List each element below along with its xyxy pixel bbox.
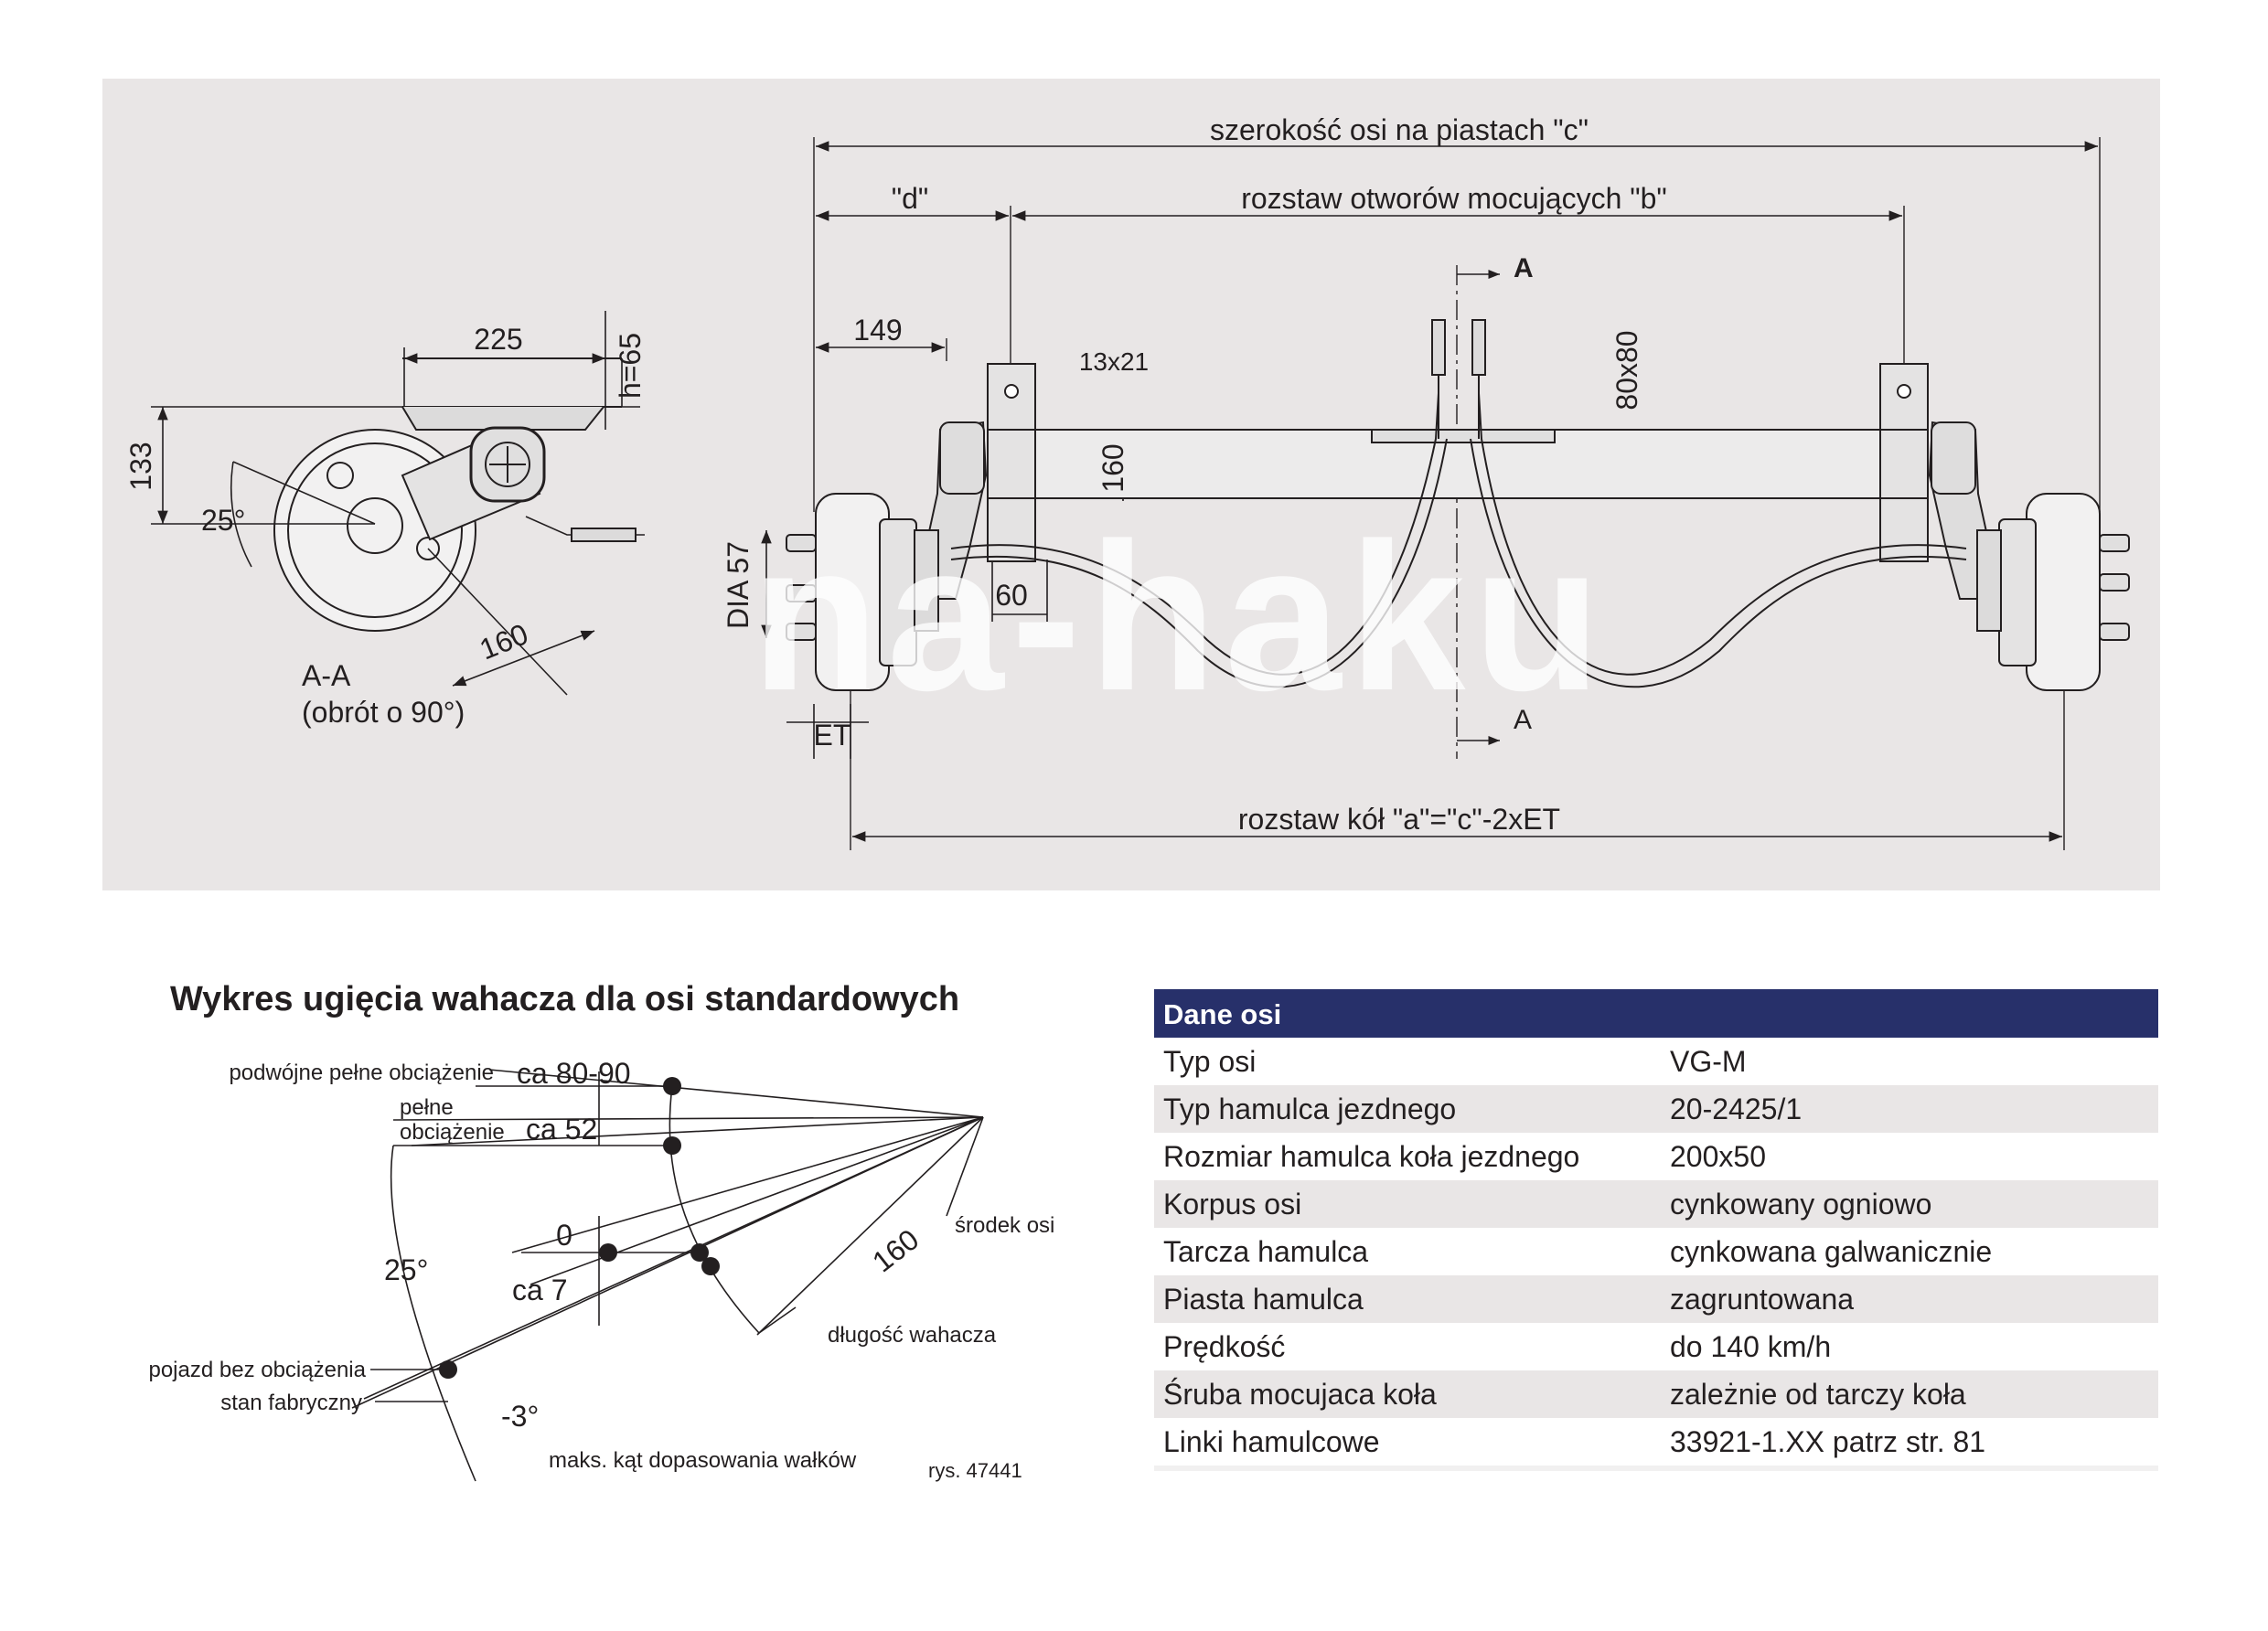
label-dia: DIA 57 <box>722 541 754 629</box>
label-d: "d" <box>892 182 929 215</box>
lbl-center: środek osi <box>955 1213 1054 1238</box>
spec-key: Prędkość <box>1163 1330 1286 1363</box>
dot-zero-a <box>599 1243 617 1262</box>
val-7: ca 7 <box>512 1274 567 1306</box>
spec-value: zagruntowana <box>1670 1283 1855 1316</box>
spec-row: Śruba mocujaca koła zależnie od tarczy ko… <box>1154 1370 2158 1418</box>
dot-double-load <box>663 1077 681 1095</box>
spec-table-header: Dane osi <box>1154 989 2158 1038</box>
section-name: A-A <box>302 659 351 692</box>
chart-title: Wykres ugięcia wahacza dla osi standardo… <box>170 980 960 1018</box>
swing-arm-left <box>924 421 988 600</box>
label-160v: 160 <box>1097 443 1129 492</box>
lbl-length-160: 160 <box>866 1222 925 1278</box>
spec-value: cynkowany ogniowo <box>1670 1188 1932 1221</box>
spec-key: Linki hamulcowe <box>1163 1425 1380 1458</box>
lbl-angle-25: 25° <box>384 1253 428 1286</box>
section-line-a <box>1456 265 1500 759</box>
label-225: 225 <box>474 323 522 356</box>
swing-arm-right <box>1928 421 1992 600</box>
label-80x80: 80x80 <box>1610 330 1643 410</box>
label-25: 25° <box>201 504 245 537</box>
dot-full-load <box>663 1136 681 1155</box>
lbl-fig: rys. 47441 <box>928 1459 1022 1482</box>
spec-key: Rozmiar hamulca koła jezdnego <box>1163 1140 1580 1173</box>
spec-value: zależnie od tarczy koła <box>1670 1378 1966 1411</box>
section-view-aa <box>273 357 645 632</box>
spec-value: 20-2425/1 <box>1670 1093 1803 1125</box>
lbl-angle-m3: -3° <box>501 1400 539 1433</box>
angle-25-arc <box>230 461 252 568</box>
spec-value: cynkowana galwanicznie <box>1670 1235 1993 1268</box>
label-hole: 13x21 <box>1079 347 1149 376</box>
lbl-unloaded: pojazd bez obciążenia <box>148 1358 366 1382</box>
spec-key: Tarcza hamulca <box>1163 1235 1369 1268</box>
spec-row: Prędkość do 140 km/h <box>1154 1323 2158 1370</box>
deflection-diagram: podwójne pełne obciążenie ca 80-90 pełne… <box>148 1057 1054 1482</box>
axle-drawing: szerokość osi na piastach "c" "d" rozsta… <box>124 113 2130 850</box>
section-note: (obrót o 90°) <box>302 696 465 729</box>
spec-row: Typ osi VG-M <box>1154 1038 2158 1085</box>
spec-table: Dane osi Typ osi VG-M Typ hamulca jezdneg… <box>1154 989 2158 1471</box>
label-b: rozstaw otworów mocujących "b" <box>1241 182 1667 215</box>
spec-key: Korpus osi <box>1163 1188 1302 1221</box>
label-et: ET <box>814 719 851 752</box>
val-52: ca 52 <box>526 1113 597 1146</box>
label-h65: h=65 <box>614 333 647 399</box>
spec-row: Typ hamulca jezdnego 20-2425/1 <box>1154 1085 2158 1133</box>
dot-ca7 <box>701 1257 720 1275</box>
label-60: 60 <box>995 579 1028 612</box>
spec-key: Typ osi <box>1163 1045 1257 1078</box>
val-8090: ca 80-90 <box>517 1057 631 1090</box>
dim-160d-line <box>427 548 568 696</box>
spec-row: Linki hamulcowe 33921-1.XX patrz str. 81 <box>1154 1418 2158 1466</box>
label-149: 149 <box>853 314 902 346</box>
brake-drum-left <box>786 493 939 691</box>
lbl-double-load: podwójne pełne obciążenie <box>229 1061 494 1085</box>
spec-value: 33921-1.XX patrz str. 81 <box>1670 1425 1986 1458</box>
dot-unloaded <box>439 1360 457 1379</box>
dot-zero-b <box>690 1243 709 1262</box>
spec-row: Piasta hamulca zagruntowana <box>1154 1275 2158 1323</box>
brake-drum-right <box>1976 493 2130 691</box>
label-a: rozstaw kół "a"="c"-2xET <box>1238 803 1560 836</box>
spec-row: Korpus osi cynkowany ogniowo <box>1154 1180 2158 1228</box>
label-133: 133 <box>124 442 157 490</box>
mounting-plate-right <box>1879 363 1929 562</box>
spec-key: Typ hamulca jezdnego <box>1163 1093 1457 1125</box>
spec-key: Piasta hamulca <box>1163 1283 1364 1316</box>
val-0: 0 <box>556 1219 572 1252</box>
brake-cables <box>950 319 1967 688</box>
spec-table-bottom <box>1154 1466 2158 1471</box>
spec-value: 200x50 <box>1670 1140 1766 1173</box>
spec-value: do 140 km/h <box>1670 1330 1832 1363</box>
spec-key: Śruba mocujaca koła <box>1163 1378 1437 1411</box>
spec-row: Tarcza hamulca cynkowana galwanicznie <box>1154 1228 2158 1275</box>
watermark: na-haku <box>751 499 1609 734</box>
spec-value: VG-M <box>1670 1045 1747 1078</box>
spec-row: Rozmiar hamulca koła jezdnego 200x50 <box>1154 1133 2158 1180</box>
lbl-full-load-2: obciążenie <box>400 1120 505 1145</box>
label-c: szerokość osi na piastach "c" <box>1210 113 1589 146</box>
lbl-max-angle: maks. kąt dopasowania wałków <box>549 1448 857 1473</box>
axle-beam <box>1005 429 1885 499</box>
lbl-full-load-1: pełne <box>400 1095 454 1120</box>
lbl-arm-length: długość wahacza <box>828 1323 997 1348</box>
lbl-factory: stan fabryczny <box>220 1391 362 1415</box>
section-mark-bottom: A <box>1514 705 1532 735</box>
mounting-plate-left <box>987 363 1036 562</box>
section-mark-top: A <box>1514 253 1534 283</box>
